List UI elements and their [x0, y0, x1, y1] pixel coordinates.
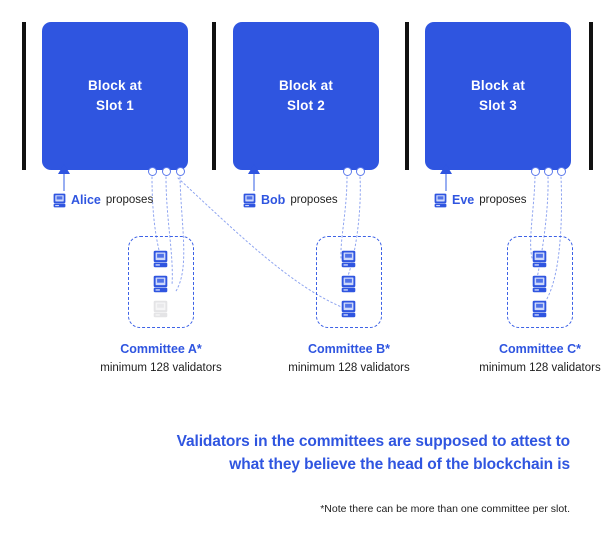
proposer-slot-1: Alice proposes [53, 193, 153, 208]
committee-caption-b: Committee B* minimum 128 validators [234, 341, 464, 376]
proposer-slot-1-verb: proposes [105, 193, 154, 206]
block-slot-2[interactable]: Block at Slot 2 [233, 22, 379, 170]
committee-b-subtitle: minimum 128 validators [288, 361, 410, 374]
validator-computer-icon[interactable] [532, 275, 547, 293]
validator-computer-icon[interactable] [532, 300, 547, 318]
computer-icon [434, 193, 447, 208]
computer-icon [243, 193, 256, 208]
attestation-dot-slot3-3[interactable] [557, 167, 566, 176]
headline: Validators in the committees are suppose… [60, 430, 570, 477]
block-slot-1-label: Block at Slot 1 [87, 78, 143, 113]
footnote: *Note there can be more than one committ… [320, 503, 570, 515]
committee-b-title: Committee B* [308, 342, 390, 356]
proposer-slot-2-verb: proposes [290, 193, 338, 206]
block-slot-2-label: Block at Slot 2 [278, 78, 334, 113]
block-slot-3[interactable]: Block at Slot 3 [425, 22, 571, 170]
validator-computer-icon[interactable] [532, 250, 547, 268]
proposer-slot-2: Bob proposes [243, 193, 338, 208]
proposer-arrow-slot-1 [58, 164, 70, 191]
attestation-dot-slot2-1[interactable] [343, 167, 352, 176]
committee-a-subtitle: minimum 128 validators [100, 361, 222, 374]
proposer-slot-3-verb: proposes [479, 193, 527, 206]
attestation-dot-slot1-1[interactable] [148, 167, 157, 176]
attestation-dot-slot1-3[interactable] [176, 167, 185, 176]
slot-separator-2 [405, 22, 409, 170]
slot-separator-3 [589, 22, 593, 170]
proposer-slot-3: Eve proposes [434, 193, 527, 208]
committee-caption-a: Committee A* minimum 128 validators [46, 341, 276, 376]
committee-c-subtitle: minimum 128 validators [479, 361, 601, 374]
headline-line-2: what they believe the head of the blockc… [229, 456, 570, 474]
proposer-slot-2-name: Bob [261, 193, 286, 208]
validator-computer-icon[interactable] [153, 275, 168, 293]
committee-c-title: Committee C* [499, 342, 581, 356]
validator-computer-icon-inactive[interactable] [153, 300, 168, 318]
committee-caption-c: Committee C* minimum 128 validators [425, 341, 615, 376]
proposer-arrow-slot-3 [440, 164, 452, 191]
attestation-dot-slot2-2[interactable] [356, 167, 365, 176]
validator-computer-icon[interactable] [341, 250, 356, 268]
committee-box-c[interactable] [507, 236, 573, 328]
block-slot-3-label: Block at Slot 3 [470, 78, 526, 113]
proposer-slot-1-name: Alice [71, 193, 101, 208]
slot-separator-1 [212, 22, 216, 170]
validator-computer-icon[interactable] [341, 275, 356, 293]
block-slot-1[interactable]: Block at Slot 1 [42, 22, 188, 170]
headline-line-1: Validators in the committees are suppose… [176, 433, 570, 450]
committee-box-b[interactable] [316, 236, 382, 328]
validator-computer-icon[interactable] [153, 250, 168, 268]
proposer-slot-3-name: Eve [452, 193, 475, 208]
slot-separator-0 [22, 22, 26, 170]
committee-box-a[interactable] [128, 236, 194, 328]
attestation-dot-slot3-1[interactable] [531, 167, 540, 176]
committee-a-title: Committee A* [120, 342, 202, 356]
computer-icon [53, 193, 66, 208]
attestation-dot-slot3-2[interactable] [544, 167, 553, 176]
proposer-arrow-slot-2 [248, 164, 260, 191]
attestation-dot-slot1-2[interactable] [162, 167, 171, 176]
validator-computer-icon[interactable] [341, 300, 356, 318]
